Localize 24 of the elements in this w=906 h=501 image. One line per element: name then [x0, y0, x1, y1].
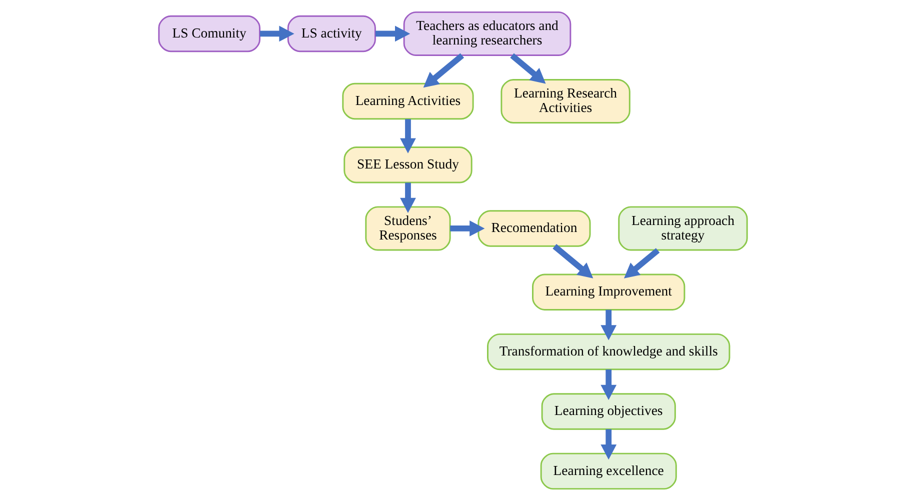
node-box: Learning excellence — [540, 452, 677, 490]
arrow — [450, 220, 485, 236]
arrow — [600, 310, 617, 340]
arrow — [600, 429, 617, 460]
node-box: LS activity — [287, 15, 376, 52]
node-box: Learning approach strategy — [618, 206, 748, 251]
node-box: Recomendation — [478, 210, 591, 247]
node-box: Learning Improvement — [532, 274, 686, 310]
node-box: SEE Lesson Study — [344, 146, 472, 184]
arrow — [400, 182, 416, 214]
arrow — [510, 53, 546, 84]
arrow — [260, 26, 294, 42]
node-box: LS Comunity — [158, 15, 260, 52]
node-box: Learning objectives — [541, 393, 676, 430]
arrow — [400, 119, 416, 154]
arrow — [552, 244, 594, 278]
node-box: Teachers as educators and learning researchers — [403, 11, 572, 56]
node-box: Learning Research Activities — [500, 79, 630, 124]
arrow — [375, 26, 410, 42]
node-box: Learning Activities — [342, 82, 474, 120]
arrow — [624, 248, 660, 278]
arrow — [600, 369, 617, 400]
node-box: Studens’ Responses — [365, 206, 451, 251]
node-box: Transformation of knowledge and skills — [487, 333, 730, 370]
